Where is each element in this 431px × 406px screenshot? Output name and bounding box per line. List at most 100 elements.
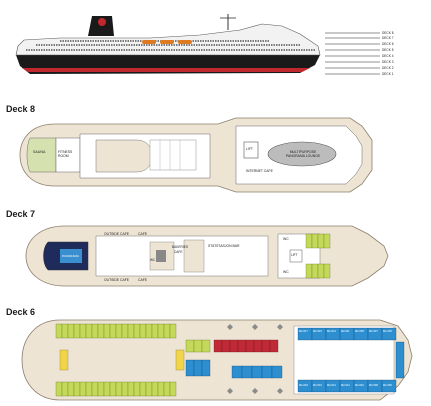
- deck-6-cabin-label: M2-612: [341, 384, 350, 387]
- deck-legend-4: DECK 4: [382, 54, 394, 58]
- deck-6-blue-cabins-mid: [185, 359, 283, 379]
- deck-7-bakeries-label: BAKERIES: [172, 245, 188, 249]
- deck-6-cabin-label: M2-611: [341, 330, 350, 333]
- deck-legend-3: DECK 3: [382, 60, 394, 64]
- deck-6-cabin-label: M2-616: [313, 384, 322, 387]
- deck-7-wc-bottom: WC: [283, 270, 289, 274]
- deck-6-blue-cabins-top: [297, 327, 397, 341]
- cabin: [145, 323, 153, 339]
- cabin: [55, 381, 63, 397]
- deck-6-cabin-label: M2-617: [299, 330, 308, 333]
- cabin: [85, 381, 93, 397]
- cabin: [109, 323, 117, 339]
- cabin: [79, 381, 87, 397]
- deck-7-wc-mid: WC: [150, 258, 156, 262]
- ship-funnel: [88, 16, 114, 36]
- deck-6-blue-cabins-bottom: [297, 379, 397, 393]
- deck-7-bar-label: STATSTASJON BAR: [208, 244, 240, 248]
- deck-6-cabin-label: M2-605: [383, 330, 392, 333]
- deck-6-green-cabins-top: [55, 323, 177, 339]
- deck-8-fitness-label: FITNESS ROOM: [58, 150, 73, 158]
- deck-legend-6: DECK 6: [382, 42, 394, 46]
- deck-8-lounge-oval: [267, 141, 337, 167]
- deck-legend-2: DECK 2: [382, 66, 394, 70]
- deck-6-cabin-label: M2-615: [313, 330, 322, 333]
- deck-6-cabin-label: M2-613: [327, 330, 336, 333]
- cabin: [133, 381, 141, 397]
- deck-7-outside-cafe-bottom: OUTSIDE CAFE: [104, 278, 130, 282]
- deck-8-plan: [19, 117, 373, 193]
- deck-legend-8: DECK 8: [382, 31, 394, 35]
- deck-8-title: Deck 8: [6, 104, 36, 114]
- cabin: [381, 379, 397, 393]
- cabin: [121, 381, 129, 397]
- deck-6-cabin-label: M2-609: [355, 330, 364, 333]
- ship-hull-stripe: [22, 68, 310, 72]
- cabin: [127, 381, 135, 397]
- deck-6-lifeboats: [227, 324, 283, 394]
- deck-6-green-cabins-mid: [185, 339, 211, 353]
- cabin: [61, 323, 69, 339]
- cabin: [121, 323, 129, 339]
- cabin: [61, 381, 69, 397]
- deck-8-internet-label: INTERNET CAFE: [246, 169, 273, 173]
- deck-6-red-cabins-mid: [213, 339, 279, 353]
- cabin: [97, 381, 105, 397]
- ship-funnel-logo: [98, 18, 106, 26]
- cabin: [127, 323, 135, 339]
- deck-8-sauna-label: SAUNA: [33, 150, 46, 154]
- deck-indicator-lines: [325, 32, 380, 75]
- cabin: [55, 323, 63, 339]
- deck-6-cabin-label: M2-614: [327, 384, 336, 387]
- ship-superstructure: [15, 23, 321, 56]
- deck-7-cafe-bottom: CAFE: [138, 278, 148, 282]
- deck-6-cabin-label: M2-606: [383, 384, 392, 387]
- cabin: [139, 323, 147, 339]
- cabin: [79, 323, 87, 339]
- cabin: [145, 381, 153, 397]
- cabin: [163, 323, 171, 339]
- deck-7-lift-label: LIFT: [291, 253, 298, 257]
- cabin: [97, 323, 105, 339]
- cabin: [139, 381, 147, 397]
- deck-7-outside-cafe-top: OUTSIDE CAFE: [104, 232, 130, 236]
- deck-7-cafe-top: CAFE: [138, 232, 148, 236]
- deck-8-lift: [243, 141, 259, 159]
- cabin: [103, 381, 111, 397]
- cabin: [151, 323, 159, 339]
- deck-7-bakeries-cafe-label: CAFE: [174, 250, 183, 254]
- cabin: [67, 381, 75, 397]
- cabin: [157, 381, 165, 397]
- cabin: [151, 381, 159, 397]
- deck-7-cabins-top: [305, 233, 331, 249]
- deck-8-sauna: [26, 137, 57, 173]
- cabin: [85, 323, 93, 339]
- cabin: [67, 323, 75, 339]
- cabin: [91, 381, 99, 397]
- cabin: [157, 323, 165, 339]
- deck-7-cabins-bottom: [305, 263, 331, 279]
- cabin: [381, 327, 397, 341]
- deck-7-wc-top: WC: [283, 237, 289, 241]
- cabin: [169, 323, 177, 339]
- deck-6-cabin-label: M2-608: [369, 384, 378, 387]
- cabin: [73, 323, 81, 339]
- deck-6-corridor-aft: [72, 340, 176, 380]
- cabin: [73, 381, 81, 397]
- cabin: [103, 323, 111, 339]
- deck-6-title: Deck 6: [6, 307, 36, 317]
- ship-profile: [15, 14, 380, 75]
- cabin: [133, 323, 141, 339]
- deck-7-plan: [25, 225, 389, 287]
- cabin: [163, 381, 171, 397]
- deck-legend-7: DECK 7: [382, 36, 394, 40]
- cabin: [115, 323, 123, 339]
- cabin: [91, 323, 99, 339]
- deck-8-lounge-label: MULTIPURPOSE PANORAMA LOUNGE: [285, 150, 321, 158]
- deck-7-panorama-label: PANORAMA: [62, 254, 79, 258]
- cabin: [109, 381, 117, 397]
- deck-8-fitness-room: [55, 137, 81, 173]
- deck-legend-5: DECK 5: [382, 48, 394, 52]
- deck-7-central: [95, 235, 269, 277]
- deck-6-green-cabins-bottom: [55, 381, 177, 397]
